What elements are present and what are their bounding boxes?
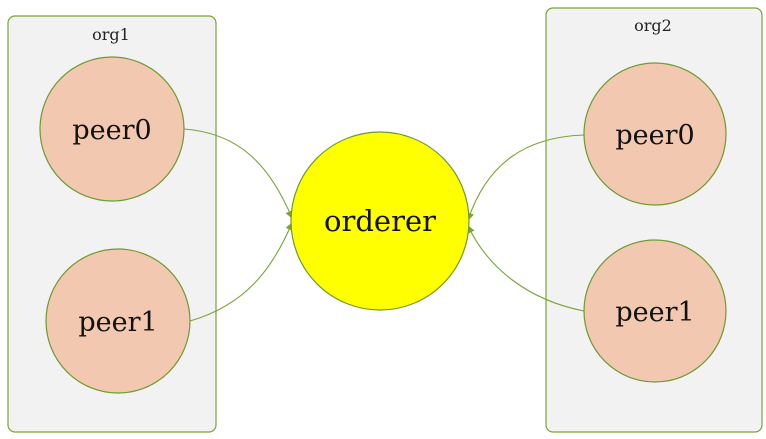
edge-org1-peer1-to-orderer — [189, 222, 293, 322]
edge-org1-peer0-to-orderer — [183, 128, 293, 219]
org1-peer1-circle — [45, 248, 191, 394]
org2-peer1-circle — [583, 239, 727, 383]
edge-org2-peer0-to-orderer — [466, 134, 585, 221]
org2-peer1-label: peer1 — [615, 297, 694, 328]
edge-org2-peer1-to-orderer — [467, 225, 585, 312]
orderer-circle — [290, 131, 470, 311]
org1-peer0-node[interactable]: peer0 — [39, 56, 185, 202]
org1-peer0-circle — [39, 56, 185, 202]
org1-peer0-label: peer0 — [72, 115, 151, 146]
org1-peer1-node[interactable]: peer1 — [45, 248, 191, 394]
org1-label: org1 — [92, 25, 130, 44]
org2-peer0-circle — [583, 62, 727, 206]
org2-peer1-node[interactable]: peer1 — [583, 239, 727, 383]
orderer-node[interactable]: orderer — [290, 131, 470, 311]
org2-peer0-label: peer0 — [615, 120, 694, 151]
org1-peer1-label: peer1 — [78, 307, 157, 338]
orderer-label: orderer — [324, 204, 436, 238]
org2-peer0-node[interactable]: peer0 — [583, 62, 727, 206]
org2-label: org2 — [634, 16, 672, 35]
